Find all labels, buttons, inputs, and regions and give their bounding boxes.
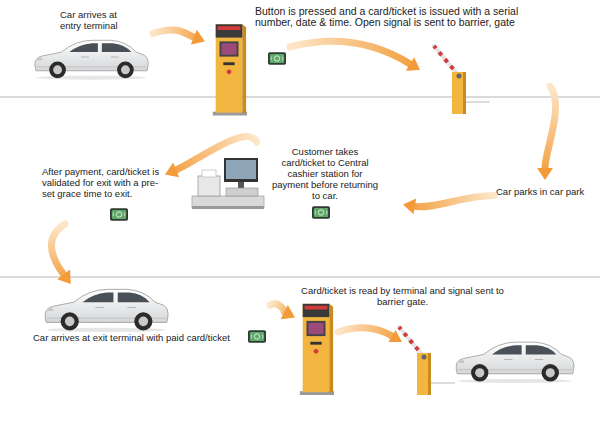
step-text: Button is pressed and a card/ticket is i… [255,6,545,28]
entry-terminal [213,24,247,115]
ticket-icon [268,52,286,65]
step-node: Car arrives at exit terminal with paid c… [30,284,270,350]
barrier-gate [434,46,490,114]
section-divider [0,277,600,278]
step-text: Car arrives at entry terminal [60,9,135,31]
ticket-icon [312,206,330,219]
arrow-head [537,168,553,180]
step-node: Card/ticket is read by terminal and sign… [295,283,585,398]
car-illustration [35,40,148,79]
ticket-icon [110,208,128,221]
step-node: After payment, card/ticket is validated … [40,162,165,224]
connector-line [176,136,257,169]
arrow-head [191,30,205,45]
connector-line [51,224,65,274]
step-text: Car parks in car park [496,186,596,197]
cashier-station [192,158,264,209]
step-text: After payment, card/ticket is validated … [42,166,164,199]
car-illustration [45,289,168,332]
flow-connector [403,196,494,215]
exit-terminal [300,304,334,395]
step-text: Card/ticket is read by terminal and sign… [295,285,510,307]
barrier-gate [399,327,455,395]
arrow-head [403,198,416,214]
arrow-head [57,270,71,284]
connector-line [270,304,285,313]
step-text: Car arrives at exit terminal with paid c… [33,332,248,343]
flow-connector [51,224,70,284]
ticket-icon [248,330,266,343]
arrow-head [281,305,295,319]
arrow-head [165,163,179,178]
step-node: Car arrives at entry terminal [28,6,153,84]
flow-arrow [338,328,402,342]
section-divider [0,97,600,98]
flow-connector [537,86,556,180]
step-node: Customer takes card/ticket to Central ca… [188,142,403,220]
connector-line [415,196,494,207]
flow-connector [153,30,205,45]
step-text: Customer takes card/ticket to Central ca… [270,146,380,201]
step-node: Car parks in car park [494,180,596,206]
flow-arrow [290,41,420,70]
car-illustration [456,342,574,383]
flow-connector [270,304,295,320]
step-node: Button is pressed and a card/ticket is i… [205,4,550,118]
flow-connector [165,136,257,177]
connector-line [153,30,194,37]
connector-line [545,86,556,168]
